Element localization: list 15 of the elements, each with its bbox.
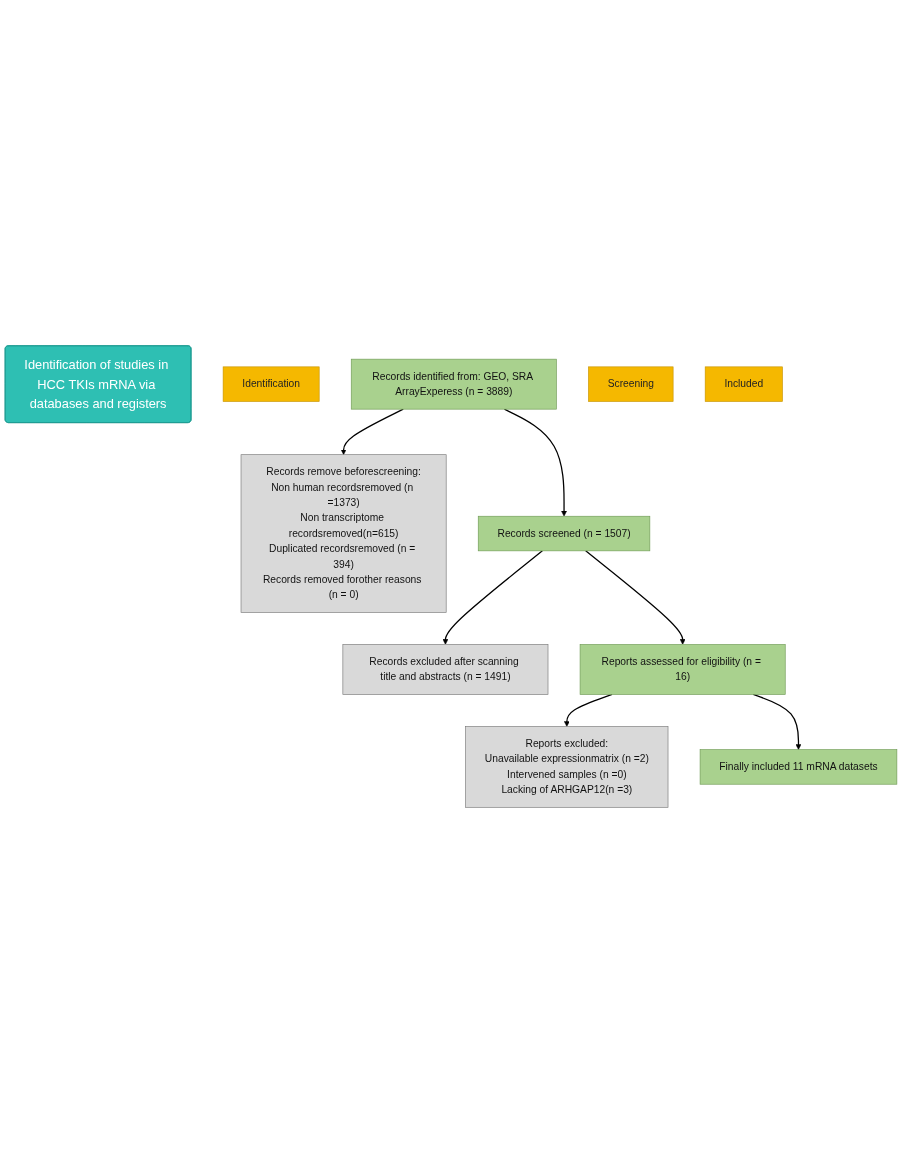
node-box: Screening (588, 366, 674, 402)
arrow (564, 693, 613, 727)
arrow (503, 408, 567, 517)
node-box: Records excluded after scanning title and abstracts (n = 1491) (342, 644, 549, 695)
node-box: Reports excluded: Unavailable expressionmatrix (n =2) Intervened samples (n =0) Lacking of ARHGAP12(n =3) (465, 726, 669, 808)
node-box: Finally included 11 mRNA datasets (699, 749, 898, 785)
arrow (340, 408, 404, 455)
node-box: Records identified from: GEO, SRA ArrayExperess (n = 3889) (350, 358, 557, 410)
node-box: Included (704, 366, 783, 402)
arrow (585, 550, 686, 645)
node-box: Records remove beforescreening: Non human recordsremoved (n =1373) Non transcriptome recordsremoved(n=615) Duplicated recordsremoved (n = 394) Records removed forother reasons (n = 0) (240, 454, 447, 613)
node-box: Reports assessed for eligibility (n = 16) (579, 644, 786, 695)
node-box: Records screened (n = 1507) (477, 515, 651, 552)
arrow (442, 550, 544, 645)
node-box: Identification (222, 366, 320, 402)
